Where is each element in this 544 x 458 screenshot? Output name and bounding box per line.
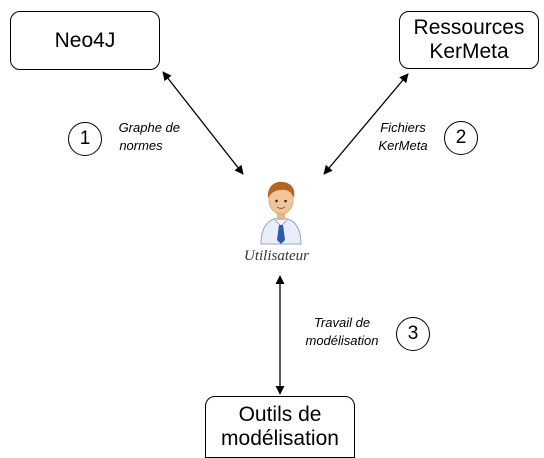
edge-1-label-line2: normes [119, 138, 163, 153]
step-number-2: 2 [444, 121, 478, 155]
node-neo4j: Neo4J [10, 11, 160, 70]
edge-2-label-line2: KerMeta [378, 138, 428, 153]
edge-3-label-line1: Travail de [313, 315, 371, 330]
node-utilisateur-label: Utilisateur [244, 248, 310, 264]
node-ressources-line1: Ressources [413, 16, 525, 39]
node-outils-line2: modélisation [221, 427, 339, 450]
edge-2-label-line1: Fichiers [380, 120, 426, 135]
edge-1-label: Graphe de normes [110, 119, 180, 155]
user-person-icon [260, 181, 302, 245]
node-outils-line1: Outils de [238, 403, 322, 426]
arrow-neo4j-user [162, 71, 244, 175]
node-ressources-kermeta: Ressources KerMeta [399, 11, 539, 69]
edge-1-label-line1: Graphe de [118, 120, 180, 135]
edge-2-label: Fichiers KerMeta [368, 119, 438, 155]
step-number-3: 3 [396, 317, 430, 351]
node-outils-de-modelisation: Outils de modélisation [205, 396, 355, 458]
node-ressources-line2: KerMeta [429, 40, 509, 63]
edge-3-label-line2: modélisation [305, 333, 379, 348]
node-neo4j-label: Neo4J [54, 28, 116, 52]
step-number-1: 1 [68, 122, 102, 156]
arrow-ressources-user [323, 73, 409, 175]
edge-3-label: Travail de modélisation [294, 314, 390, 350]
